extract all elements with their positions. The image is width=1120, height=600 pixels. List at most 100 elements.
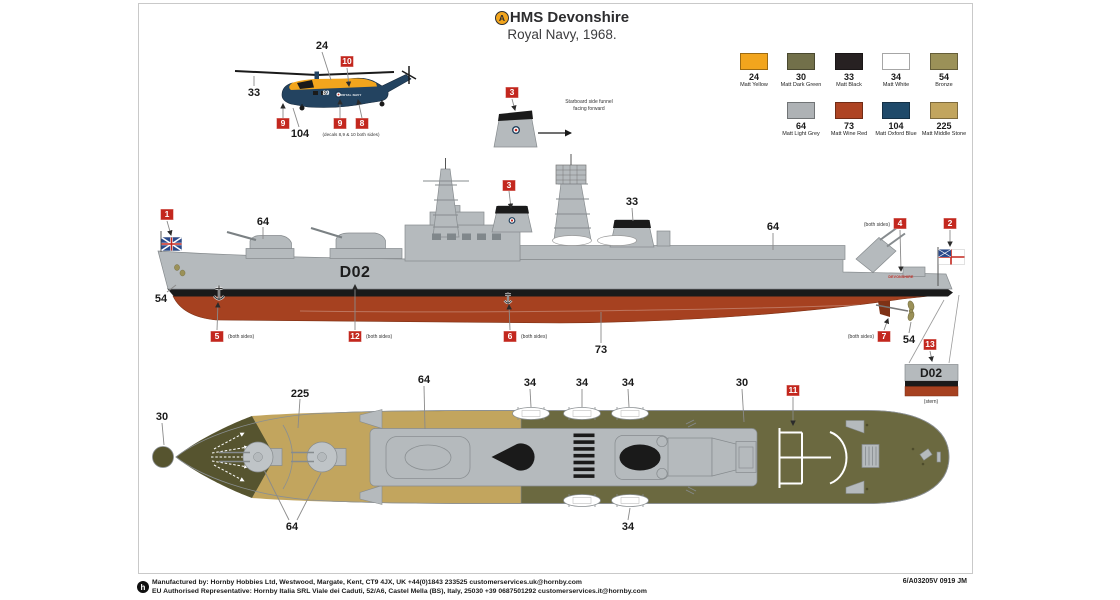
footer-eu-representative: EU Authorised Representative: Hornby Ita…: [152, 588, 647, 595]
paint-item-73: 73 Matt Wine Red: [826, 102, 872, 137]
both-sides-note-7: (both sides): [847, 334, 874, 340]
funnel-note-line2: facing forward: [573, 106, 605, 112]
waterline-stripe: [167, 288, 953, 297]
paint-code: 30: [795, 72, 806, 82]
paint-name: Matt Middle Stone: [921, 131, 967, 137]
aft-funnel-opening: [619, 444, 661, 471]
color-swatch: [787, 53, 815, 70]
plan-turrets: [219, 441, 347, 473]
helicopter-art: [234, 51, 417, 128]
paint-code: 73: [843, 121, 854, 131]
paint-callout-34-boat4: 34: [621, 521, 635, 533]
paint-callout-34-boat2: 34: [575, 377, 589, 389]
paint-name: Matt Dark Green: [780, 82, 822, 88]
airfix-logo-icon: A: [494, 10, 509, 25]
color-swatch: [835, 53, 863, 70]
decal-callout-7: 7: [877, 331, 891, 342]
decal-callout-13: 13: [923, 339, 937, 350]
breakwater: [282, 424, 293, 490]
turret-a-base: [245, 248, 295, 259]
paint-code: 33: [843, 72, 854, 82]
paint-code: 104: [888, 121, 904, 131]
stern-name-decal: DEVONSHIRE: [888, 275, 914, 279]
helicopter-code: 89: [322, 91, 330, 97]
paint-code: 64: [795, 121, 806, 131]
windshield: [297, 80, 314, 89]
tail-rotor: [401, 70, 417, 80]
fore-funnel-opening: [491, 443, 535, 471]
side-profile-art: [157, 154, 965, 364]
anchor-decal-fwd: [213, 285, 225, 301]
fore-funnel-cap: [495, 206, 529, 214]
paint-callout-64-fwd: 64: [256, 216, 270, 228]
page-border: [138, 3, 973, 574]
paint-callout-73: 73: [594, 344, 608, 356]
rudder: [878, 301, 890, 317]
sonar-dome: [152, 446, 174, 468]
helicopter-decal-note: (decals 8,9 & 10 both sides): [322, 132, 380, 137]
paint-code: 54: [938, 72, 949, 82]
color-swatch: [882, 102, 910, 119]
decal-callout-10: 10: [340, 56, 354, 67]
plan-boats: [512, 407, 649, 507]
paint-code: 225: [936, 121, 952, 131]
footer-manufacturer: Manufactured by: Hornby Hobbies Ltd, Wes…: [152, 579, 582, 586]
paint-item-30: 30 Matt Dark Green: [778, 53, 824, 88]
page-subtitle: Royal Navy, 1968.: [507, 27, 617, 42]
paint-item-54: 54 Bronze: [921, 53, 967, 88]
anchor-decal-mid: [503, 292, 513, 305]
aft-funnel-cap: [613, 220, 651, 228]
both-sides-note-12: (both sides): [366, 334, 393, 340]
deck-grating: [861, 444, 880, 468]
hull-pennant-number: D02: [339, 264, 371, 281]
plan-view-art: [152, 385, 950, 521]
funnel-detail-art: [493, 98, 572, 148]
paint-item-64: 64 Matt Light Grey: [778, 102, 824, 137]
color-swatch: [882, 53, 910, 70]
turret-b: [335, 232, 386, 249]
gun-barrel: [310, 226, 343, 239]
rotor-mast: [314, 71, 319, 80]
cabin-window: [321, 91, 326, 95]
gun-barrel: [226, 230, 257, 242]
stern-detail-art: [904, 364, 959, 397]
paint-callout-64-aft: 64: [766, 221, 780, 233]
decal-callout-5: 5: [210, 331, 224, 342]
hornby-logo: h: [137, 581, 149, 593]
decal-callout-8: 8: [355, 118, 369, 129]
paint-name: Matt Light Grey: [782, 131, 820, 137]
prop-shaft: [875, 304, 909, 312]
both-sides-note-4: (both sides): [863, 222, 890, 228]
engine-grille: [573, 433, 595, 478]
stern-detail-code: D02: [919, 366, 943, 380]
color-swatch: [930, 102, 958, 119]
wheel: [379, 101, 385, 107]
paint-item-34: 34 Matt White: [873, 53, 919, 88]
paint-name: Matt Black: [836, 82, 862, 88]
decal-callout-4: 4: [893, 218, 907, 229]
paint-item-104: 104 Matt Oxford Blue: [873, 102, 919, 137]
color-swatch: [787, 102, 815, 119]
helicopter-titles: ROYAL NAVY: [340, 93, 362, 97]
paint-callout-54-bow: 54: [154, 293, 168, 305]
paint-name: Matt Yellow: [740, 82, 768, 88]
turret-b-base: [329, 248, 403, 259]
paint-callout-225: 225: [290, 388, 310, 400]
paint-callout-rotor-33: 33: [247, 87, 261, 99]
foremast: [432, 168, 460, 238]
paint-callout-rotor: 24: [315, 40, 329, 52]
turret-a: [249, 235, 292, 249]
hangar-roof: [735, 441, 757, 473]
stern-detail-caption: (stern): [923, 399, 939, 405]
ships-boat: [597, 235, 637, 246]
paint-item-225: 225 Matt Middle Stone: [921, 102, 967, 137]
paint-callout-33-funnel: 33: [625, 196, 639, 208]
radar-antenna: [555, 164, 587, 185]
paint-callout-34-boat3: 34: [621, 377, 635, 389]
white-ensign-flag: [938, 249, 965, 265]
decal-callout-2: 2: [943, 218, 957, 229]
